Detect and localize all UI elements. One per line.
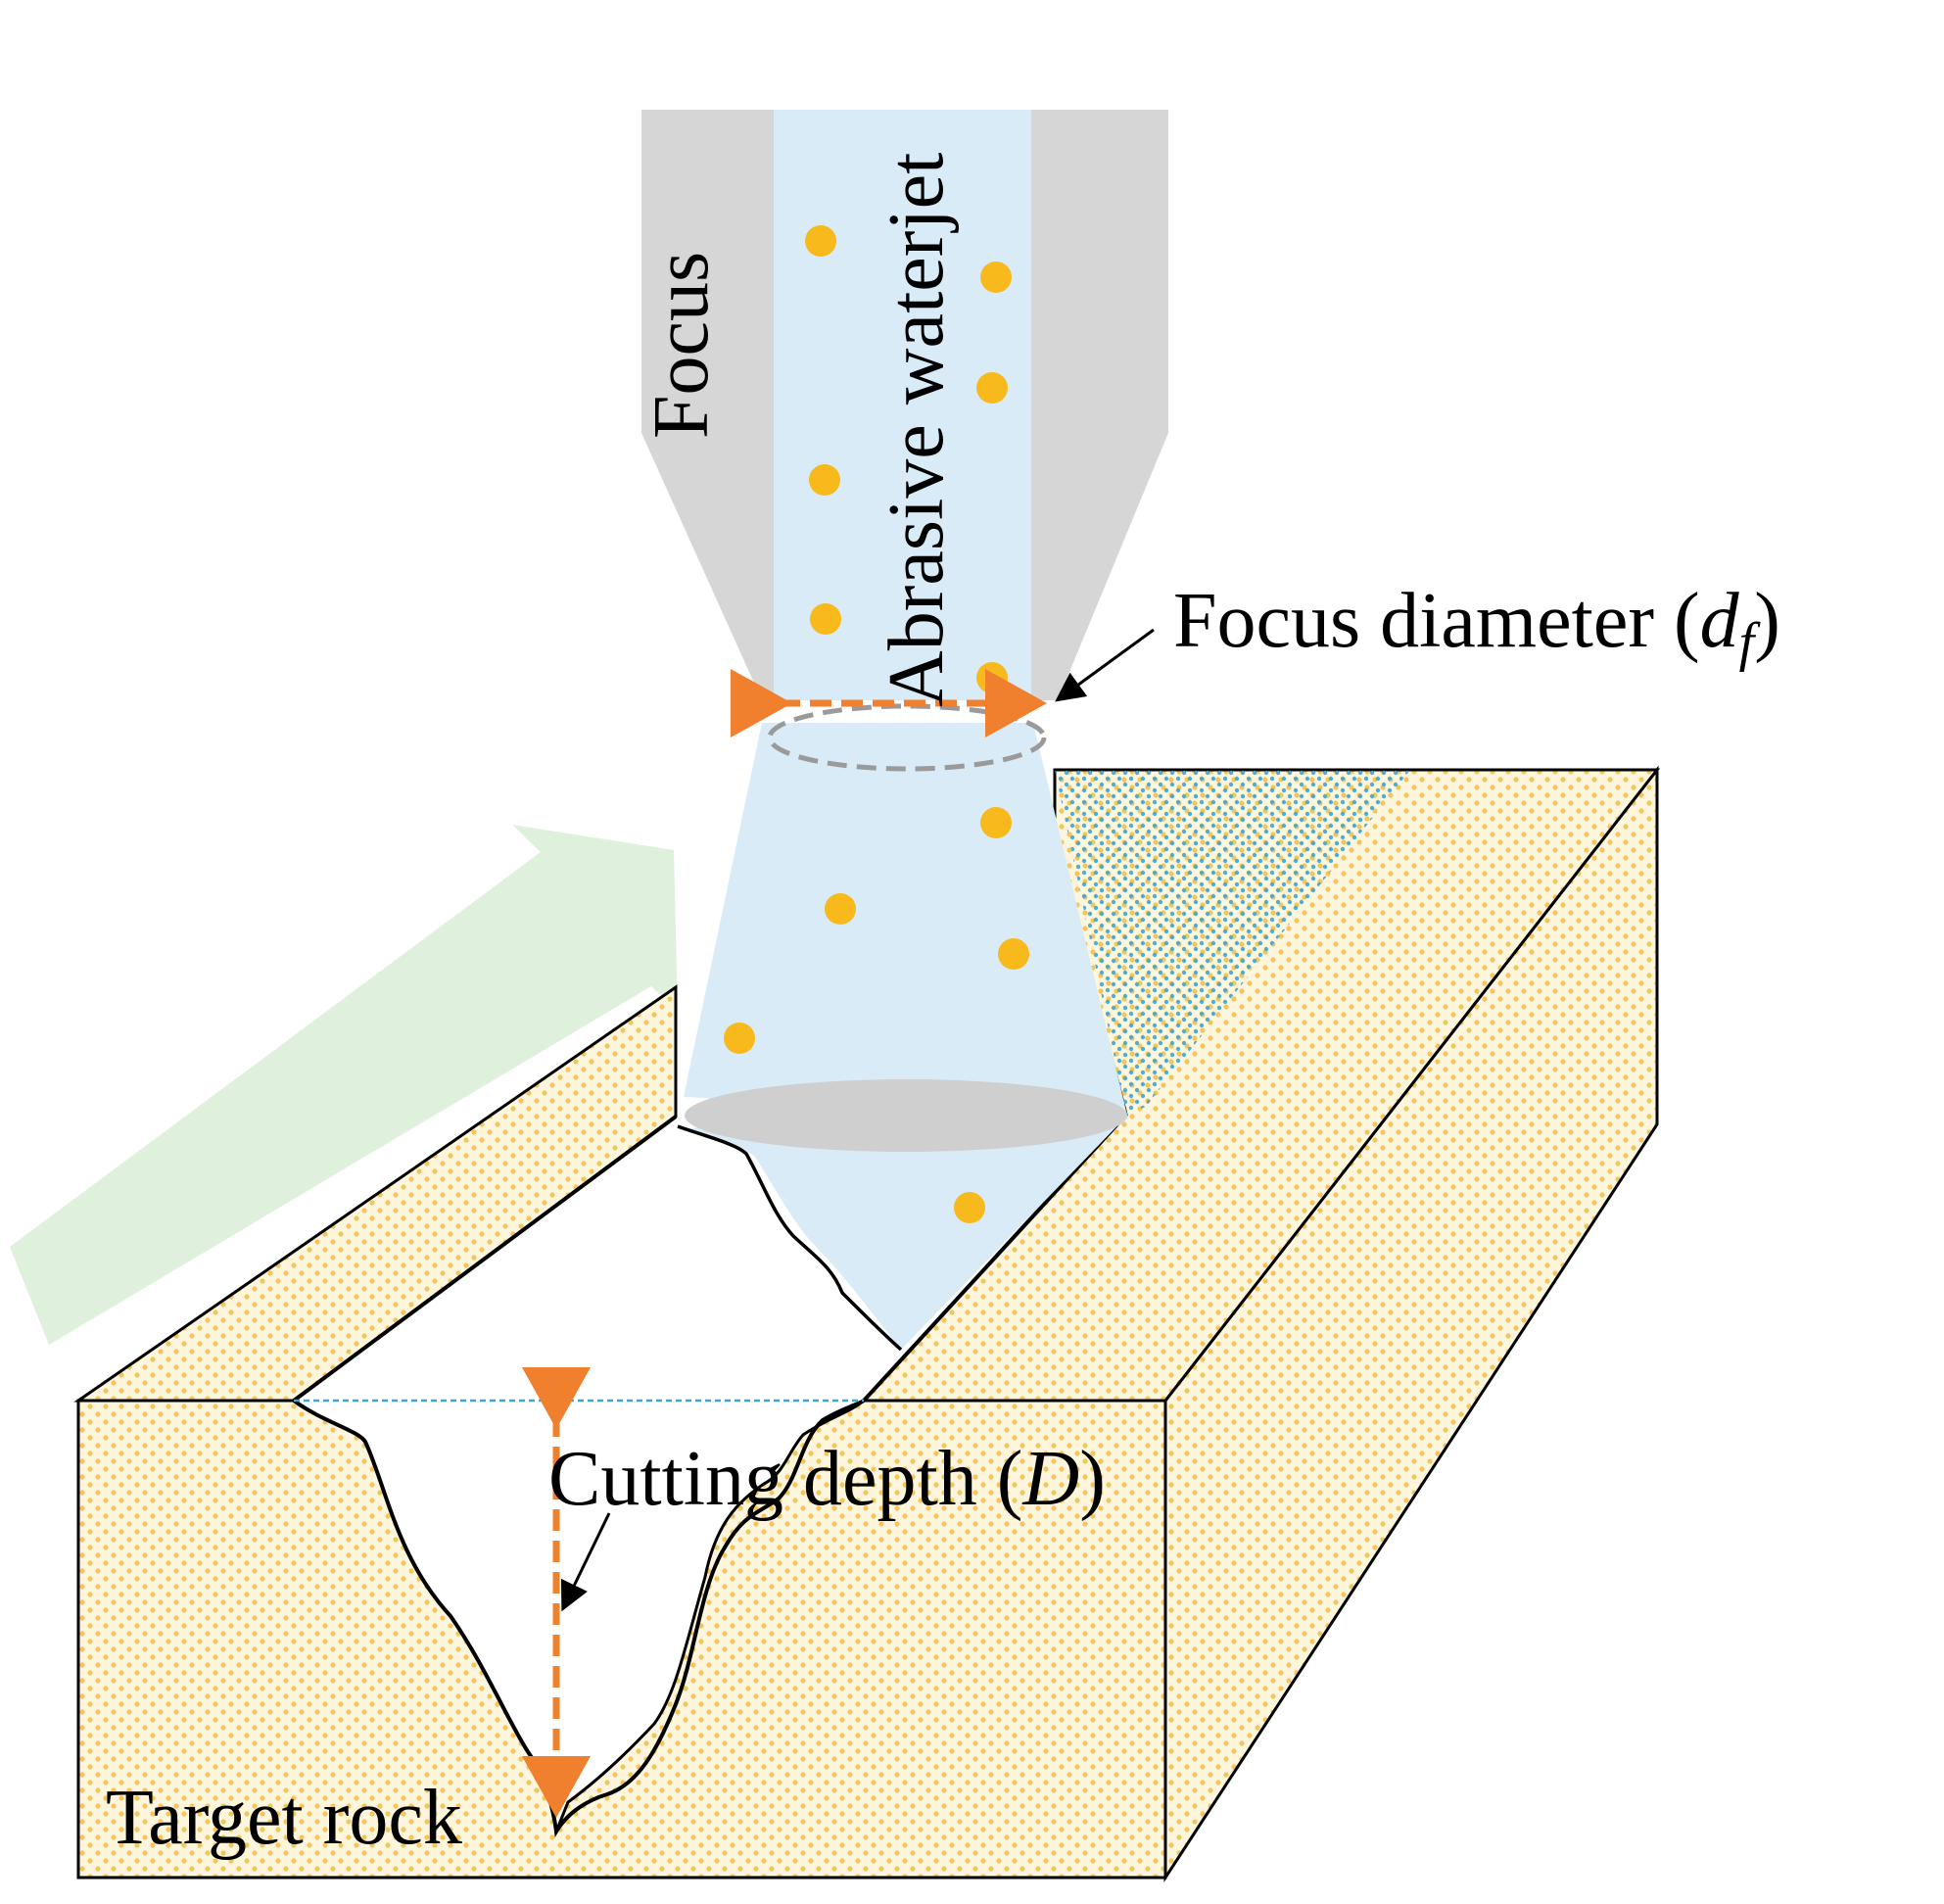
jet-in-nozzle <box>774 110 1031 700</box>
abrasive-particle <box>976 372 1008 404</box>
impact-ellipse <box>685 1079 1127 1152</box>
abrasive-particle <box>805 225 836 257</box>
abrasive-particle <box>954 1192 985 1223</box>
traverse-direction-arrow <box>10 825 678 1345</box>
focus-exit-ellipse <box>767 703 1047 772</box>
abrasive-particle <box>724 1023 755 1054</box>
jet-in-kerf <box>684 1115 1126 1350</box>
channel-edge-right <box>862 1113 1128 1403</box>
wet-surface-region <box>1055 770 1410 1115</box>
cutting-depth-leader <box>560 1512 611 1612</box>
abrasive-particle <box>809 464 840 496</box>
channel-edge-left <box>292 1115 678 1403</box>
abrasive-particle <box>976 662 1008 693</box>
abrasive-particle <box>825 893 856 925</box>
abrasive-particle <box>810 603 841 635</box>
focus-diameter-label: Focus diameter (df) <box>1173 578 1780 673</box>
abrasive-particle <box>998 938 1029 970</box>
abrasive-waterjet-label: Abrasive waterjet <box>874 153 960 707</box>
abrasive-particles <box>724 225 1029 1223</box>
focus-label: Focus <box>639 252 725 439</box>
kerf-profile <box>292 1399 866 1838</box>
target-rock-label: Target rock <box>106 1775 462 1861</box>
abrasive-particle <box>980 807 1012 838</box>
kerf-front-edge <box>677 1124 903 1352</box>
jet-expanding <box>684 723 1128 1119</box>
focus-diameter-leader <box>1055 628 1155 702</box>
abrasive-particle <box>980 262 1012 293</box>
cutting-depth-label: Cutting depth (D) <box>548 1436 1106 1522</box>
